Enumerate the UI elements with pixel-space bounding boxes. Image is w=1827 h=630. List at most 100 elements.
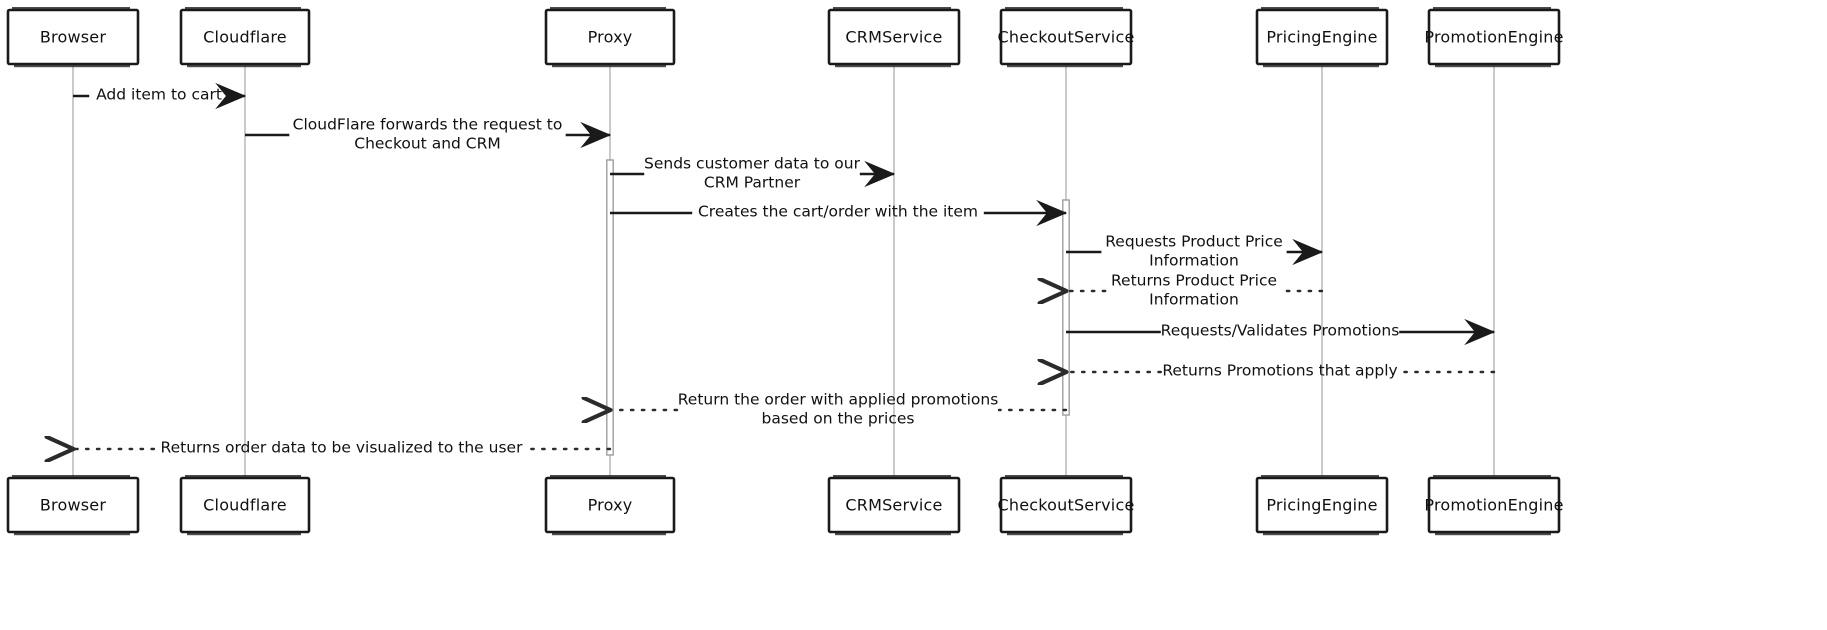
participant-box-promotionengine-bottom[interactable]: PromotionEngine: [1424, 475, 1563, 536]
box-outline: [179, 8, 311, 66]
participant-label-cloudflare: Cloudflare: [203, 28, 287, 47]
box-shadow-bottom: [1435, 532, 1551, 536]
box-shadow-top: [1005, 7, 1123, 11]
box-shadow-top: [1433, 7, 1551, 11]
activation-bar-proxy: [606, 159, 614, 456]
box-shadow-top: [185, 475, 301, 479]
message-label-10-line-1: Returns order data to be visualized to t…: [161, 439, 524, 457]
box-shadow-bottom: [187, 64, 301, 68]
message-2-cloudflare-to-proxy[interactable]: CloudFlare forwards the request toChecko…: [245, 116, 612, 153]
participant-box-cloudflare-bottom[interactable]: Cloudflare: [179, 475, 311, 536]
participant-label-pricingengine: PricingEngine: [1266, 28, 1377, 47]
message-label-6-line-1: Returns Product Price: [1111, 272, 1277, 290]
participant-label-checkoutservice: CheckoutService: [998, 28, 1135, 47]
box-shadow-bottom: [1007, 532, 1123, 536]
box-shadow-top: [833, 7, 951, 11]
participant-label-promotionengine: PromotionEngine: [1424, 28, 1563, 47]
participant-box-proxy-bottom[interactable]: Proxy: [544, 475, 676, 536]
box-outline: [827, 8, 961, 66]
message-label-8-line-1: Returns Promotions that apply: [1162, 362, 1397, 380]
participant-box-checkoutservice-top[interactable]: CheckoutService: [998, 7, 1135, 68]
box-outline: [999, 476, 1133, 534]
box-shadow-top: [1005, 475, 1123, 479]
box-outline: [999, 8, 1133, 66]
box-shadow-top: [12, 7, 130, 11]
message-label-5-line-1: Requests Product Price: [1105, 233, 1283, 251]
box-shadow-top: [833, 475, 951, 479]
box-outline: [1255, 476, 1389, 534]
box-outline: [827, 476, 961, 534]
participant-label-checkoutservice: CheckoutService: [998, 496, 1135, 515]
box-outline: [1255, 8, 1389, 66]
message-label-2-line-2: Checkout and CRM: [354, 135, 501, 153]
message-label-4-line-1: Creates the cart/order with the item: [698, 203, 978, 221]
participant-box-promotionengine-top[interactable]: PromotionEngine: [1424, 7, 1563, 68]
participant-label-browser: Browser: [40, 496, 106, 515]
box-outline: [544, 8, 676, 66]
message-10-proxy-to-browser[interactable]: Returns order data to be visualized to t…: [73, 439, 612, 457]
box-outline: [1427, 8, 1561, 66]
message-label-1-line-1: Add item to cart: [96, 86, 222, 104]
box-shadow-bottom: [187, 532, 301, 536]
box-shadow-top: [185, 7, 301, 11]
message-7-checkoutservice-to-promotionengine[interactable]: Requests/Validates Promotions: [1066, 318, 1496, 346]
box-shadow-bottom: [552, 532, 666, 536]
box-outline: [6, 8, 140, 66]
participant-box-pricingengine-bottom[interactable]: PricingEngine: [1255, 475, 1389, 536]
message-label-6-line-2: Information: [1149, 291, 1239, 309]
box-outline: [544, 476, 676, 534]
participant-box-browser-bottom[interactable]: Browser: [6, 475, 140, 536]
box-shadow-top: [1261, 7, 1379, 11]
box-shadow-bottom: [1435, 64, 1551, 68]
participant-box-cloudflare-top[interactable]: Cloudflare: [179, 7, 311, 68]
participant-label-pricingengine: PricingEngine: [1266, 496, 1377, 515]
box-shadow-bottom: [1263, 532, 1379, 536]
participant-box-crmservice-top[interactable]: CRMService: [827, 7, 961, 68]
participants-layer: BrowserBrowserCloudflareCloudflareProxyP…: [6, 7, 1563, 536]
box-shadow-bottom: [835, 532, 951, 536]
message-1-browser-to-cloudflare[interactable]: Add item to cart: [73, 82, 247, 110]
message-label-7-line-1: Requests/Validates Promotions: [1161, 322, 1400, 340]
box-outline: [6, 476, 140, 534]
message-8-promotionengine-to-checkoutservice[interactable]: Returns Promotions that apply: [1066, 362, 1496, 380]
box-shadow-bottom: [835, 64, 951, 68]
box-shadow-bottom: [1263, 64, 1379, 68]
message-9-checkoutservice-to-proxy[interactable]: Return the order with applied promotions…: [610, 391, 1068, 428]
participant-box-crmservice-bottom[interactable]: CRMService: [827, 475, 961, 536]
participant-label-browser: Browser: [40, 28, 106, 47]
box-outline: [1427, 476, 1561, 534]
participant-box-browser-top[interactable]: Browser: [6, 7, 140, 68]
participant-box-pricingengine-top[interactable]: PricingEngine: [1255, 7, 1389, 68]
box-shadow-top: [1433, 475, 1551, 479]
box-shadow-bottom: [1007, 64, 1123, 68]
box-shadow-top: [1261, 475, 1379, 479]
participant-label-proxy: Proxy: [588, 496, 633, 515]
participant-label-crmservice: CRMService: [845, 28, 942, 47]
message-label-9-line-1: Return the order with applied promotions: [678, 391, 999, 409]
participant-box-checkoutservice-bottom[interactable]: CheckoutService: [998, 475, 1135, 536]
box-shadow-top: [550, 7, 666, 11]
participant-label-cloudflare: Cloudflare: [203, 496, 287, 515]
message-label-3-line-2: CRM Partner: [704, 174, 801, 192]
participant-label-promotionengine: PromotionEngine: [1424, 496, 1563, 515]
box-shadow-top: [550, 475, 666, 479]
box-outline: [179, 476, 311, 534]
box-shadow-top: [12, 475, 130, 479]
box-shadow-bottom: [14, 532, 130, 536]
activation-bar-checkoutservice: [1062, 199, 1070, 416]
message-4-proxy-to-checkoutservice[interactable]: Creates the cart/order with the item: [610, 199, 1068, 227]
message-label-9-line-2: based on the prices: [762, 410, 915, 428]
message-label-3-line-1: Sends customer data to our: [644, 155, 861, 173]
message-label-5-line-2: Information: [1149, 252, 1239, 270]
participant-label-crmservice: CRMService: [845, 496, 942, 515]
box-shadow-bottom: [552, 64, 666, 68]
participant-label-proxy: Proxy: [588, 28, 633, 47]
participant-box-proxy-top[interactable]: Proxy: [544, 7, 676, 68]
box-shadow-bottom: [14, 64, 130, 68]
